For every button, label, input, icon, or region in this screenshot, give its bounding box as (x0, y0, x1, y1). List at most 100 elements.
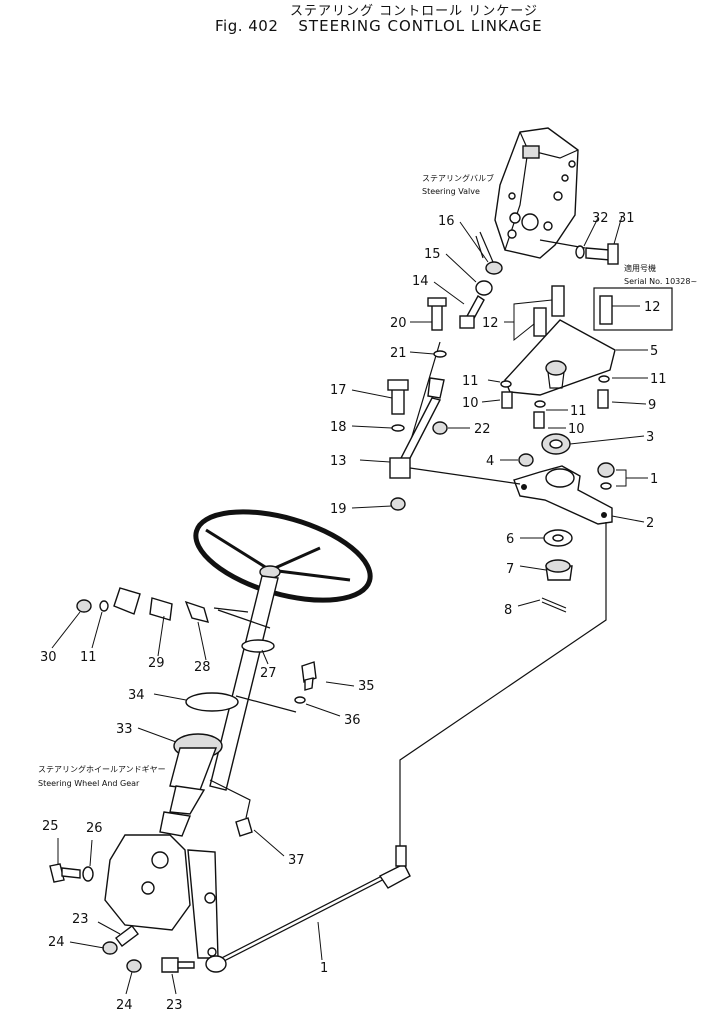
label-serial-en: Serial No. 10328~ (624, 277, 697, 286)
callout-14: 14 (412, 274, 429, 289)
figure-title: Fig. 402 STEERING CONTLOL LINKAGE (215, 17, 543, 35)
callout-25: 25 (42, 819, 59, 834)
callout-31: 31 (618, 211, 635, 226)
part-12-spacer-a (551, 285, 565, 317)
part-1-rod-end-lower (205, 955, 227, 973)
part-13-rod-block-upper (427, 377, 445, 399)
part-1-washer-upper (600, 482, 612, 490)
part-32-washer (575, 245, 585, 259)
callout-28: 28 (194, 660, 211, 675)
callout-12a: 12 (482, 316, 499, 331)
part-22-nut (432, 421, 448, 435)
part-11-washer-d (99, 600, 109, 612)
callout-29: 29 (148, 656, 165, 671)
callout-1: 1 (650, 472, 658, 487)
pitman-arm (187, 849, 219, 959)
callout-6: 6 (506, 532, 514, 547)
part-10-bolt-b (533, 411, 545, 429)
callout-10b: 10 (568, 422, 585, 437)
part-8-cotter-pin (541, 597, 567, 609)
callout-36: 36 (344, 713, 361, 728)
figure-number: Fig. 402 (215, 17, 279, 35)
part-4-nut (518, 453, 534, 467)
label-steering-valve-en: Steering Valve (422, 187, 480, 196)
callout-11b: 11 (650, 372, 667, 387)
part-15-nut (475, 280, 493, 296)
part-11-washer-a (500, 380, 512, 388)
part-9-bolt (597, 389, 609, 409)
callout-20: 20 (390, 316, 407, 331)
part-2-arm (513, 465, 613, 525)
callout-35: 35 (358, 679, 375, 694)
figure-name: STEERING CONTLOL LINKAGE (298, 17, 543, 35)
part-14-base (459, 315, 475, 329)
callout-11c: 11 (570, 404, 587, 419)
callout-22: 22 (474, 422, 491, 437)
part-12-spacer-c (599, 295, 613, 325)
callout-7: 7 (506, 562, 514, 577)
callout-11d: 11 (80, 650, 97, 665)
callout-23b: 23 (166, 998, 183, 1012)
part-1-nut-upper (597, 462, 615, 478)
part-19-nut (390, 497, 406, 511)
part-5-boss (545, 360, 567, 376)
part-18-washer (391, 424, 405, 432)
part-31-bolt (585, 247, 611, 261)
part-35-bolt (301, 661, 317, 683)
part-30-nut (76, 599, 92, 613)
label-wheel-gear-jp: ステアリングホイールアンドギヤー (38, 764, 166, 774)
part-31-head (607, 243, 619, 265)
callout-24a: 24 (48, 935, 65, 950)
part-16-seal (485, 261, 503, 275)
callout-37: 37 (288, 853, 305, 868)
part-24-nut-b (126, 959, 142, 973)
callout-18: 18 (330, 420, 347, 435)
part-27-ring (241, 639, 275, 653)
callout-15: 15 (424, 247, 441, 262)
part-28-clip (184, 600, 210, 623)
callout-32: 32 (592, 211, 609, 226)
part-11-washer-c (534, 400, 546, 408)
part-23-bolt-a (115, 925, 139, 947)
part-36-washer (294, 696, 306, 704)
callout-12b: 12 (644, 300, 661, 315)
part-1-rod-end-upper (378, 863, 411, 889)
part-34-flange (185, 692, 239, 712)
callout-30: 30 (40, 650, 57, 665)
callout-23a: 23 (72, 912, 89, 927)
callout-13: 13 (330, 454, 347, 469)
callout-10a: 10 (462, 396, 479, 411)
label-serial-jp: 適用号機 (624, 263, 656, 273)
part-10-bolt-a (501, 391, 513, 409)
leader-lines (51, 215, 648, 995)
part-29-clip (113, 587, 141, 615)
serial-box (593, 287, 673, 331)
callout-34: 34 (128, 688, 145, 703)
part-13-rod-end (389, 457, 411, 479)
label-steering-valve-jp: ステアリングバルブ (422, 173, 494, 183)
label-wheel-gear-en: Steering Wheel And Gear (38, 779, 140, 788)
part-21-washer (433, 350, 447, 358)
callout-24b: 24 (116, 998, 133, 1012)
callout-2: 2 (646, 516, 654, 531)
part-26-washer (82, 866, 94, 882)
callout-19: 19 (330, 502, 347, 517)
callout-21: 21 (390, 346, 407, 361)
callout-9: 9 (648, 398, 656, 413)
title-japanese: ステアリング コントロール リンケージ (290, 4, 539, 19)
part-12-spacer-b (533, 307, 547, 337)
callout-4: 4 (486, 454, 494, 469)
callout-11a: 11 (462, 374, 479, 389)
part-37-nut (235, 817, 253, 837)
callout-3: 3 (646, 430, 654, 445)
callout-8: 8 (504, 603, 512, 618)
part-24-nut-a (102, 941, 118, 955)
callout-1-drag-link: 1 (320, 961, 328, 976)
callout-26: 26 (86, 821, 103, 836)
callout-5: 5 (650, 344, 658, 359)
callout-33: 33 (116, 722, 133, 737)
steering-valve (494, 127, 586, 259)
callout-27: 27 (260, 666, 277, 681)
